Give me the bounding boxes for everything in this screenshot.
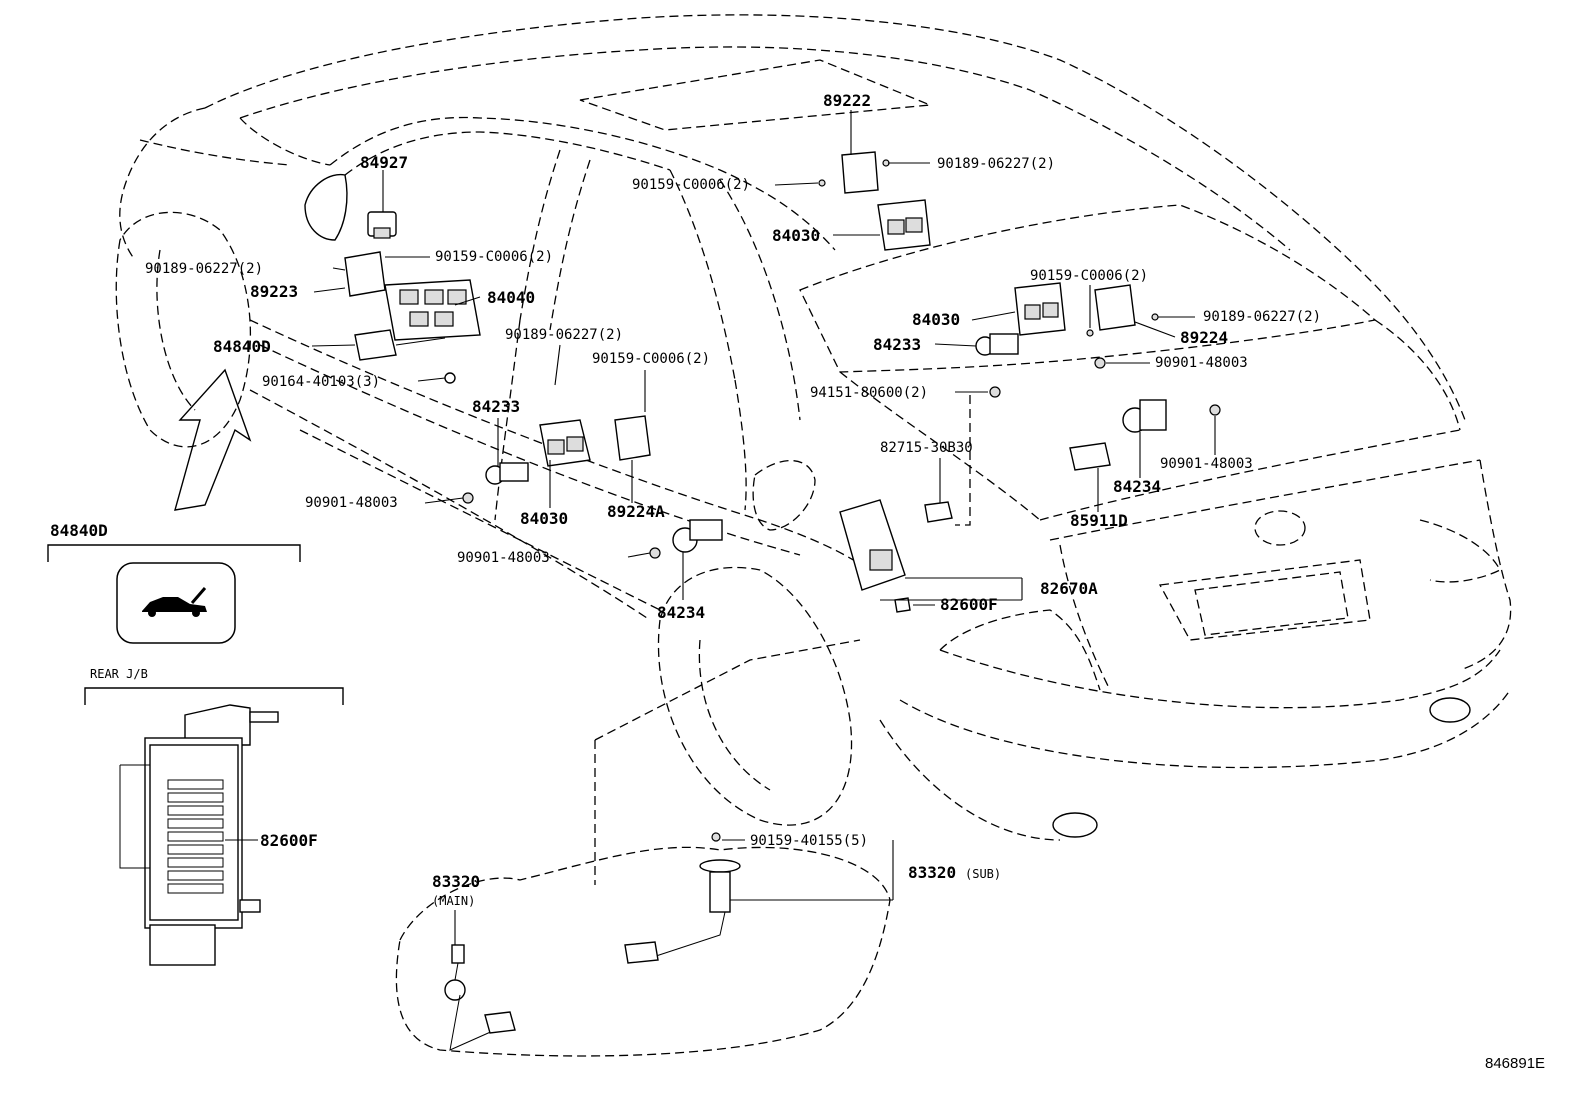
inset-jb-title: REAR J/B	[90, 667, 148, 681]
label-83320-sub-suffix: (SUB)	[965, 867, 1001, 881]
label-89223: 89223	[250, 282, 298, 301]
label-84234-a: 84234	[657, 603, 705, 622]
label-90901-48003-a: 90901-48003	[305, 495, 398, 511]
inset-lamp-part-label: 84840D	[50, 521, 108, 540]
label-90159-40155: 90159-40155(5)	[750, 833, 868, 849]
part-labels: 84927 90189-06227(2) 90159-C0006(2) 8922…	[145, 91, 1321, 908]
label-84840d: 84840D	[213, 337, 271, 356]
fuse-slots	[167, 779, 224, 894]
label-90189-06227-c: 90189-06227(2)	[937, 156, 1055, 172]
inset-rear-jb: REAR J/B 82600F	[84, 667, 344, 966]
diagram-id: 846891E	[1485, 1055, 1545, 1072]
component-shapes	[344, 151, 1221, 1051]
label-84234-b: 84234	[1113, 477, 1161, 496]
label-84040: 84040	[487, 288, 535, 307]
inset-jb-part-label: 82600F	[260, 831, 318, 850]
label-84030-c: 84030	[912, 310, 960, 329]
label-90164-40103: 90164-40103(3)	[262, 374, 380, 390]
label-90159-c0006-a: 90159-C0006(2)	[435, 249, 553, 265]
label-90189-06227-d: 90189-06227(2)	[1203, 309, 1321, 325]
label-90159-c0006-d: 90159-C0006(2)	[1030, 268, 1148, 284]
label-82715-30b30: 82715-30B30	[880, 440, 973, 456]
label-89222: 89222	[823, 91, 871, 110]
label-83320-main: 83320	[432, 872, 480, 891]
label-84927: 84927	[360, 153, 408, 172]
label-83320-sub: 83320	[908, 863, 956, 882]
car-body-outline	[115, 14, 1512, 841]
label-84030-b: 84030	[772, 226, 820, 245]
label-85911d: 85911D	[1070, 511, 1128, 530]
label-90159-c0006-b: 90159-C0006(2)	[592, 351, 710, 367]
leader-lines	[311, 110, 1216, 945]
inset-84840d: 84840D	[47, 521, 301, 644]
label-89224: 89224	[1180, 328, 1228, 347]
trunk-open-icon	[142, 587, 207, 617]
label-90189-06227-b: 90189-06227(2)	[505, 327, 623, 343]
label-90159-c0006-c: 90159-C0006(2)	[632, 177, 750, 193]
label-84030-a: 84030	[520, 509, 568, 528]
label-90189-06227-a: 90189-06227(2)	[145, 261, 263, 277]
label-90901-48003-d: 90901-48003	[1160, 456, 1253, 472]
label-94151-80600: 94151-80600(2)	[810, 385, 928, 401]
label-84233-b: 84233	[873, 335, 921, 354]
label-82670a: 82670A	[1040, 579, 1098, 598]
label-84233-a: 84233	[472, 397, 520, 416]
label-89224a: 89224A	[607, 502, 665, 521]
label-83320-main-suffix: (MAIN)	[432, 894, 475, 908]
label-82600f: 82600F	[940, 595, 998, 614]
label-90901-48003-c: 90901-48003	[1155, 355, 1248, 371]
label-90901-48003-b: 90901-48003	[457, 550, 550, 566]
